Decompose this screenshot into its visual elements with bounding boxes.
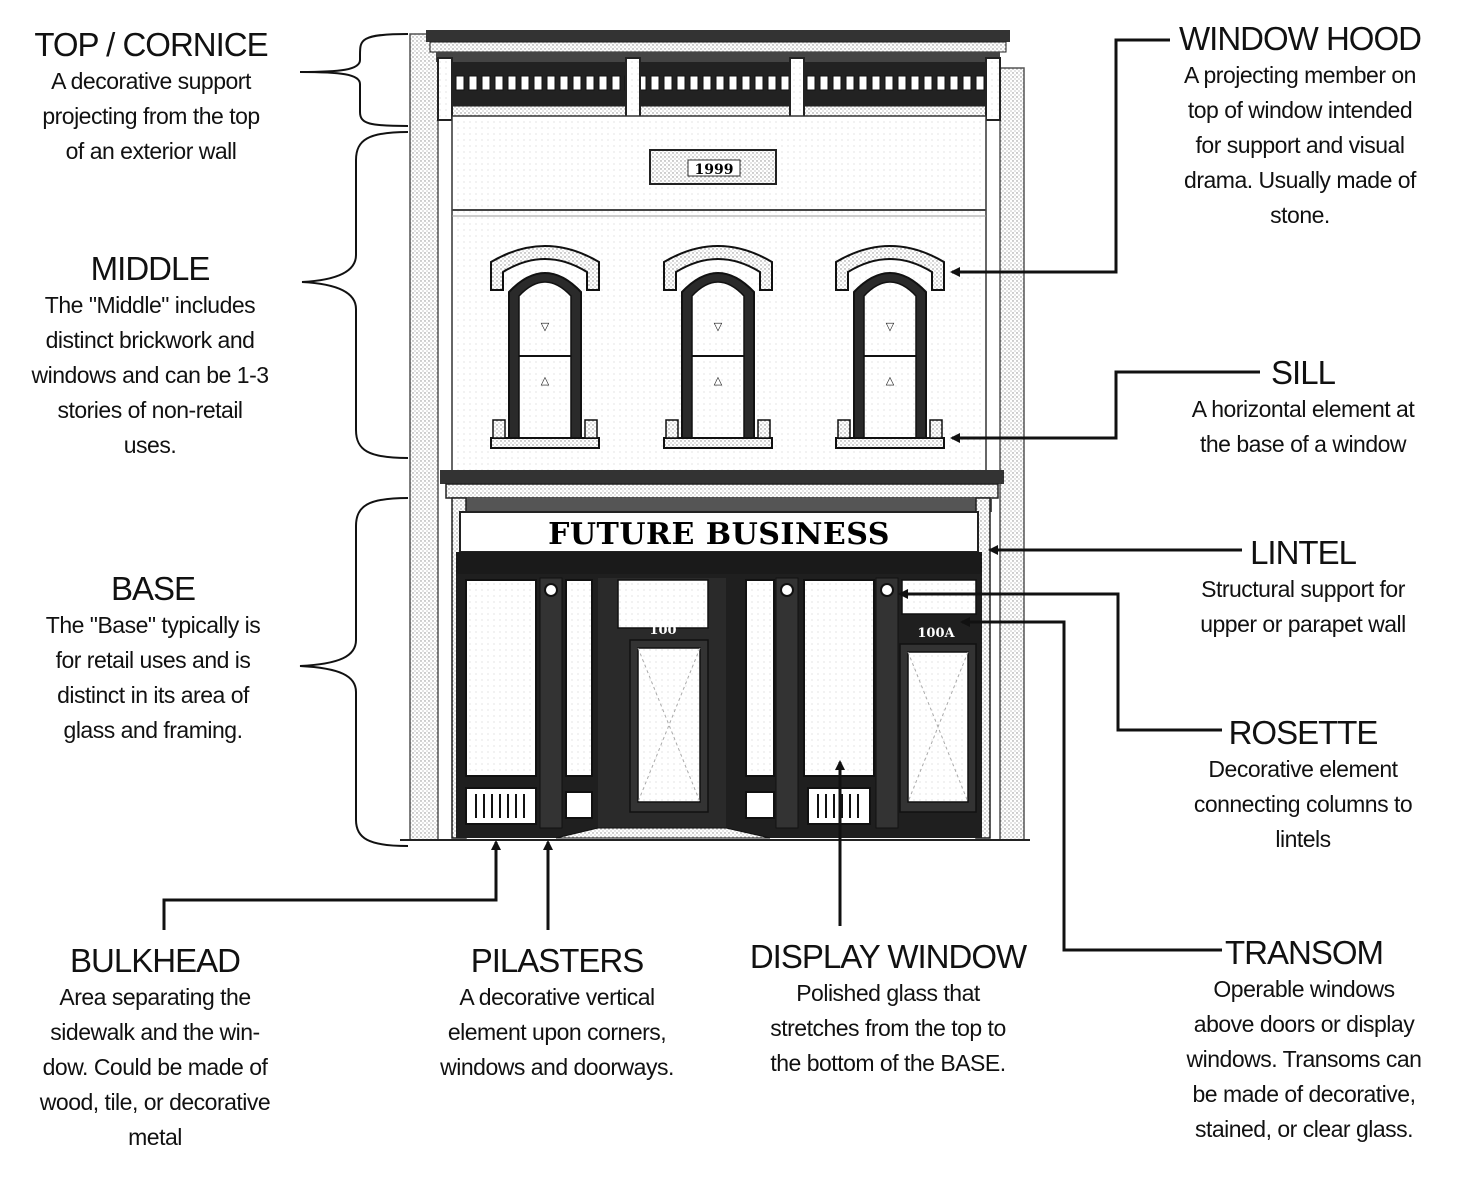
label-base-desc: The "Base" typically is for retail uses … [45,612,261,743]
label-top-cornice: TOP / CORNICE A decorative support proje… [16,26,286,169]
brace-top [299,33,409,127]
label-rosette-desc: Decorative element connecting columns to… [1193,756,1413,852]
label-sill-desc: A horizontal element at the base of a wi… [1191,396,1415,457]
label-window-hood: WINDOW HOOD A projecting member on top o… [1152,20,1448,233]
label-middle-desc: The "Middle" includes distinct brickwork… [31,292,269,458]
svg-text:△: △ [541,375,550,387]
leader-lines [162,38,1260,952]
label-bulkhead-title: BULKHEAD [70,942,241,979]
sign-text: FUTURE BUSINESS [548,517,890,552]
window-sill [490,437,600,449]
label-window-hood-title: WINDOW HOOD [1179,20,1422,57]
svg-text:▽: ▽ [886,321,895,333]
door-left-number: 100 [649,623,676,638]
leader-bulkhead [162,840,501,930]
svg-text:▽: ▽ [541,321,550,333]
leader-sill [950,370,1260,443]
label-lintel-title: LINTEL [1250,534,1357,571]
storefront-cornice [440,470,1004,484]
left-braces [299,33,409,847]
label-bulkhead: BULKHEAD Area separating the sidewalk an… [10,942,300,1155]
label-transom-title: TRANSOM [1225,934,1384,971]
label-base: BASE The "Base" typically is for retail … [10,570,296,748]
rosette [544,583,558,597]
window-hood [663,245,773,291]
transom-right [901,579,977,615]
label-lintel: LINTEL Structural support for upper or p… [1158,534,1448,642]
brace-middle [301,131,409,459]
label-sill: SILL A horizontal element at the base of… [1158,354,1448,462]
left-side-wall [409,33,439,841]
door-right-number: 100A [917,626,955,641]
display-window-left [465,579,537,777]
display-window-right [803,579,875,777]
label-top-cornice-title: TOP / CORNICE [34,26,268,63]
window-hood [835,245,945,291]
window-sill [663,437,773,449]
sign-band [459,511,979,553]
label-display-window-title: DISPLAY WINDOW [749,938,1027,975]
leader-rosette [898,589,1222,732]
label-pilasters-title: PILASTERS [470,942,645,979]
label-rosette-title: ROSETTE [1228,714,1379,751]
window-sill [835,437,945,449]
transom-left [617,579,709,629]
brace-base [299,497,409,847]
label-transom-desc: Operable windows above doors or display … [1186,976,1422,1142]
svg-text:▽: ▽ [714,321,723,333]
label-base-title: BASE [110,570,196,607]
label-middle: MIDDLE The "Middle" includes distinct br… [10,250,290,463]
label-middle-title: MIDDLE [90,250,211,287]
upper-window-1: ▽△ [490,245,600,449]
label-display-window: DISPLAY WINDOW Polished glass that stret… [738,938,1038,1081]
upper-window-3: ▽△ [835,245,945,449]
window-hood [490,245,600,291]
label-pilasters-desc: A decorative vertical element upon corne… [440,984,674,1080]
storefront: 100 100A [456,574,982,839]
leader-transom [960,617,1222,952]
upper-window-2: ▽△ [663,245,773,449]
label-transom: TRANSOM Operable windows above doors or … [1158,934,1450,1147]
lintel-beam [456,552,982,574]
date-plaque-text: 1999 [695,162,734,178]
label-rosette: ROSETTE Decorative element connecting co… [1158,714,1448,857]
label-lintel-desc: Structural support for upper or parapet … [1200,576,1406,637]
label-window-hood-desc: A projecting member on top of window int… [1184,62,1416,228]
label-top-cornice-desc: A decorative support projecting from the… [42,68,260,164]
label-display-window-desc: Polished glass that stretches from the t… [770,980,1006,1076]
leader-window-hood [950,38,1170,277]
cornice [426,30,1010,121]
right-side-wall [999,67,1025,841]
svg-text:△: △ [714,375,723,387]
building: 1999 ▽△▽△▽△ FUTURE BUSINESS 100 [400,30,1030,841]
label-sill-title: SILL [1271,354,1336,391]
rosette-right [880,583,894,597]
upper-windows: ▽△▽△▽△ [490,245,945,449]
label-bulkhead-desc: Area separating the sidewalk and the win… [39,984,271,1150]
label-pilasters: PILASTERS A decorative vertical element … [412,942,702,1085]
svg-text:△: △ [886,375,895,387]
